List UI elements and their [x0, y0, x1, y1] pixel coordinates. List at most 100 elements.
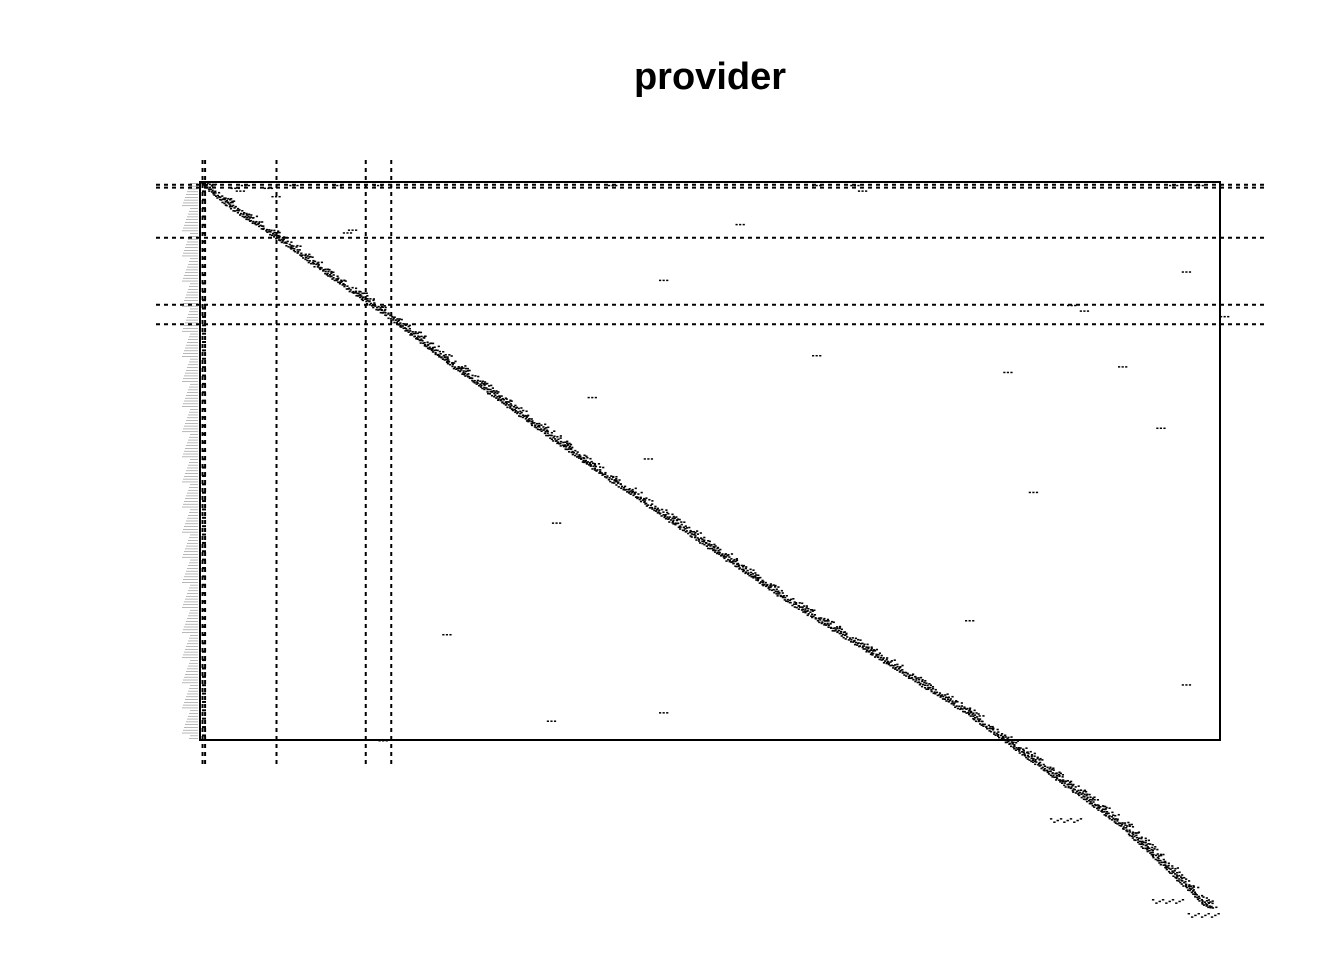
matrix-cell — [894, 668, 897, 670]
matrix-cell — [1033, 752, 1036, 755]
matrix-cell — [925, 688, 928, 691]
matrix-cell — [680, 523, 683, 526]
matrix-cell — [1176, 876, 1179, 878]
matrix-cell — [1078, 794, 1081, 797]
matrix-cell — [472, 381, 475, 383]
matrix-cell — [1136, 839, 1140, 841]
matrix-cell — [248, 220, 252, 222]
matrix-cell — [320, 261, 324, 264]
matrix-cell — [977, 720, 980, 723]
matrix-cell — [988, 727, 991, 730]
matrix-cell — [1197, 895, 1200, 898]
matrix-cell — [818, 621, 821, 624]
matrix-cell — [438, 350, 441, 353]
matrix-cell — [615, 480, 618, 483]
matrix-cell — [931, 687, 935, 690]
matrix-cell — [737, 565, 740, 568]
matrix-cell — [772, 584, 775, 586]
matrix-cell — [520, 411, 523, 414]
matrix-cell — [431, 342, 435, 345]
matrix-cell — [1202, 904, 1206, 906]
matrix-cell — [708, 543, 711, 545]
matrix-cell — [232, 200, 236, 202]
matrix-cell — [1134, 832, 1137, 834]
matrix-cell — [404, 330, 407, 332]
matrix-cell — [765, 585, 768, 588]
scatter-cell — [1181, 271, 1184, 273]
matrix-cell — [474, 375, 477, 377]
matrix-cell — [563, 444, 566, 447]
matrix-cell — [310, 262, 313, 265]
matrix-cell — [1122, 826, 1125, 828]
matrix-cell — [443, 359, 446, 361]
matrix-cell — [596, 469, 599, 471]
matrix-cell — [1141, 840, 1144, 843]
matrix-cell — [290, 244, 293, 247]
matrix-cell — [520, 407, 523, 409]
row-first-cell — [202, 516, 206, 519]
matrix-cell — [933, 691, 936, 693]
matrix-cell — [685, 530, 688, 532]
matrix-cell — [510, 400, 513, 402]
matrix-cell — [968, 712, 971, 714]
matrix-cell — [265, 228, 269, 231]
matrix-cell — [320, 267, 323, 269]
matrix-cell — [434, 349, 437, 351]
matrix-cell — [882, 662, 886, 664]
matrix-cell — [863, 643, 866, 646]
matrix-cell — [1074, 786, 1077, 788]
matrix-cell — [509, 403, 512, 405]
matrix-cell — [1114, 818, 1118, 820]
matrix-cell — [1190, 916, 1194, 918]
matrix-cell — [982, 715, 985, 717]
matrix-cell — [805, 605, 808, 607]
matrix-cell — [735, 558, 738, 560]
matrix-cell — [597, 463, 601, 465]
matrix-cell — [271, 232, 275, 235]
matrix-cell — [509, 405, 512, 408]
matrix-cell — [758, 582, 761, 584]
matrix-cell — [873, 649, 877, 652]
plot-frame — [199, 181, 1221, 741]
matrix-cell — [838, 625, 842, 628]
scatter-cell — [234, 187, 237, 190]
matrix-cell — [865, 650, 868, 653]
matrix-cell — [556, 442, 559, 445]
matrix-cell — [358, 294, 361, 296]
matrix-cell — [1178, 871, 1181, 874]
scatter-cell — [1185, 271, 1188, 273]
matrix-cell — [227, 197, 230, 200]
matrix-cell — [1067, 786, 1070, 789]
matrix-cell — [546, 434, 549, 437]
matrix-cell — [330, 272, 333, 275]
matrix-cell — [471, 374, 474, 377]
matrix-cell — [351, 291, 354, 294]
matrix-cell — [967, 711, 970, 714]
matrix-cell — [991, 725, 994, 728]
matrix-cell — [755, 574, 758, 576]
scatter-cell — [1028, 491, 1031, 494]
matrix-cell — [1018, 750, 1021, 752]
matrix-cell — [842, 636, 845, 639]
matrix-cell — [1157, 855, 1161, 857]
matrix-cell — [554, 440, 558, 442]
matrix-cell — [862, 648, 865, 650]
matrix-cell — [1102, 805, 1105, 808]
matrix-cell — [1032, 761, 1035, 763]
matrix-cell — [746, 573, 750, 575]
matrix-cell — [1034, 763, 1037, 766]
matrix-cell — [1162, 861, 1165, 864]
matrix-cell — [577, 457, 581, 459]
matrix-cell — [542, 426, 545, 428]
matrix-cell — [722, 555, 726, 557]
matrix-cell — [506, 401, 509, 403]
matrix-cell — [582, 459, 585, 462]
matrix-cell — [1088, 793, 1091, 796]
matrix-cell — [325, 273, 328, 276]
matrix-cell — [769, 586, 772, 589]
matrix-cell — [519, 415, 522, 418]
matrix-cell — [466, 367, 469, 370]
matrix-cell — [560, 440, 563, 443]
matrix-cell — [225, 199, 228, 202]
matrix-cell — [611, 481, 614, 484]
